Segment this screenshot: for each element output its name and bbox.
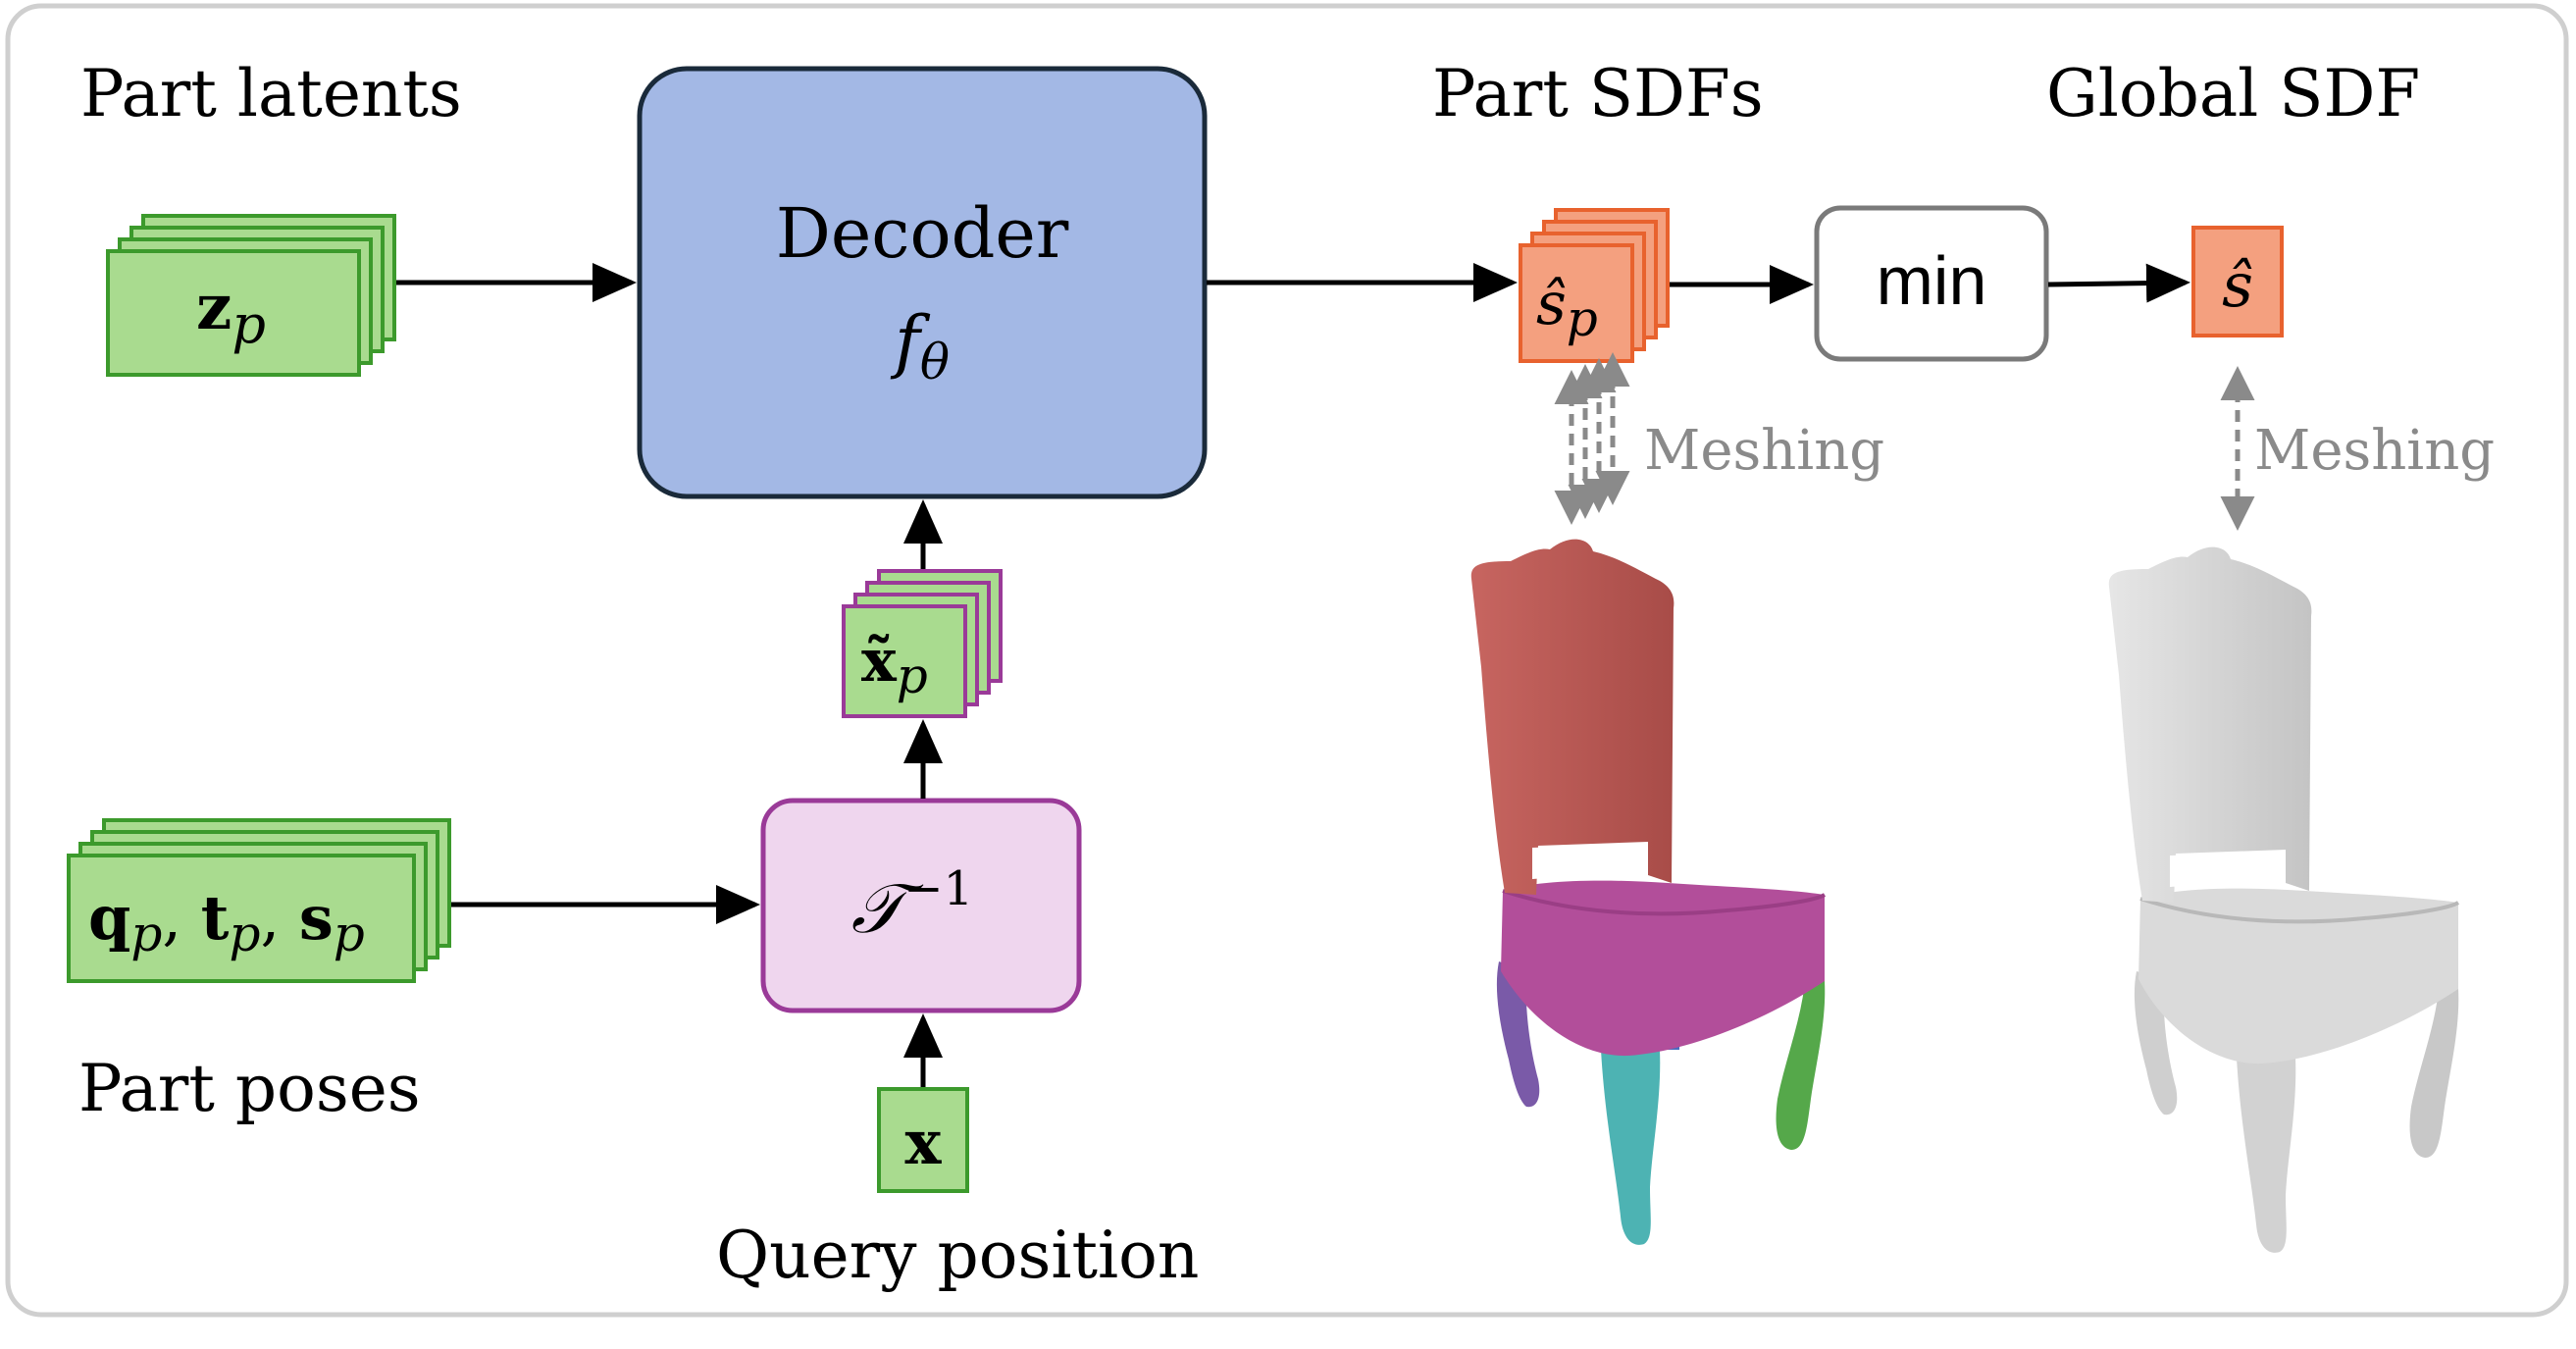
decoder-title: Decoder [776, 193, 1069, 274]
pose-symbols: qp, tp, sp [88, 882, 365, 962]
part-poses-stack: qp, tp, sp [67, 818, 451, 983]
decoder-block: Decoder fθ [637, 66, 1208, 499]
part-sdfs-stack: ŝp [1519, 208, 1670, 363]
global-gray-chair-image [2108, 546, 2460, 1253]
part-poses-label: Part poses [78, 1051, 421, 1126]
meshing-arrows-left [1554, 352, 1630, 525]
x-tilde-symbol: x̃p [861, 627, 928, 704]
part-latents-label: Part latents [80, 56, 462, 131]
arrow-min-to-global [2047, 263, 2190, 303]
inverse-transform-symbol: 𝒯−1 [851, 861, 973, 949]
query-position-box: x [877, 1087, 969, 1193]
meshing-left-label: Meshing [1644, 419, 1884, 483]
min-block: min [1814, 205, 2049, 362]
part-sdfs-label: Part SDFs [1432, 56, 1764, 131]
part-latents-stack: zp [106, 214, 396, 377]
transformed-query-stack: x̃p [842, 569, 1003, 718]
global-sdf-box: ŝ [2191, 226, 2284, 337]
inverse-transform-block: 𝒯−1 [760, 798, 1082, 1013]
meshing-right-label: Meshing [2254, 419, 2495, 483]
global-sdf-label: Global SDF [2046, 56, 2420, 131]
query-position-label: Query position [716, 1218, 1199, 1293]
s-hat-p-symbol: ŝp [1536, 270, 1598, 347]
part-segmented-chair-image [1470, 539, 1827, 1245]
x-symbol: x [905, 1107, 943, 1178]
s-hat-symbol: ŝ [2222, 249, 2253, 321]
min-label: min [1877, 242, 1987, 319]
z-p-symbol: zp [196, 271, 266, 355]
